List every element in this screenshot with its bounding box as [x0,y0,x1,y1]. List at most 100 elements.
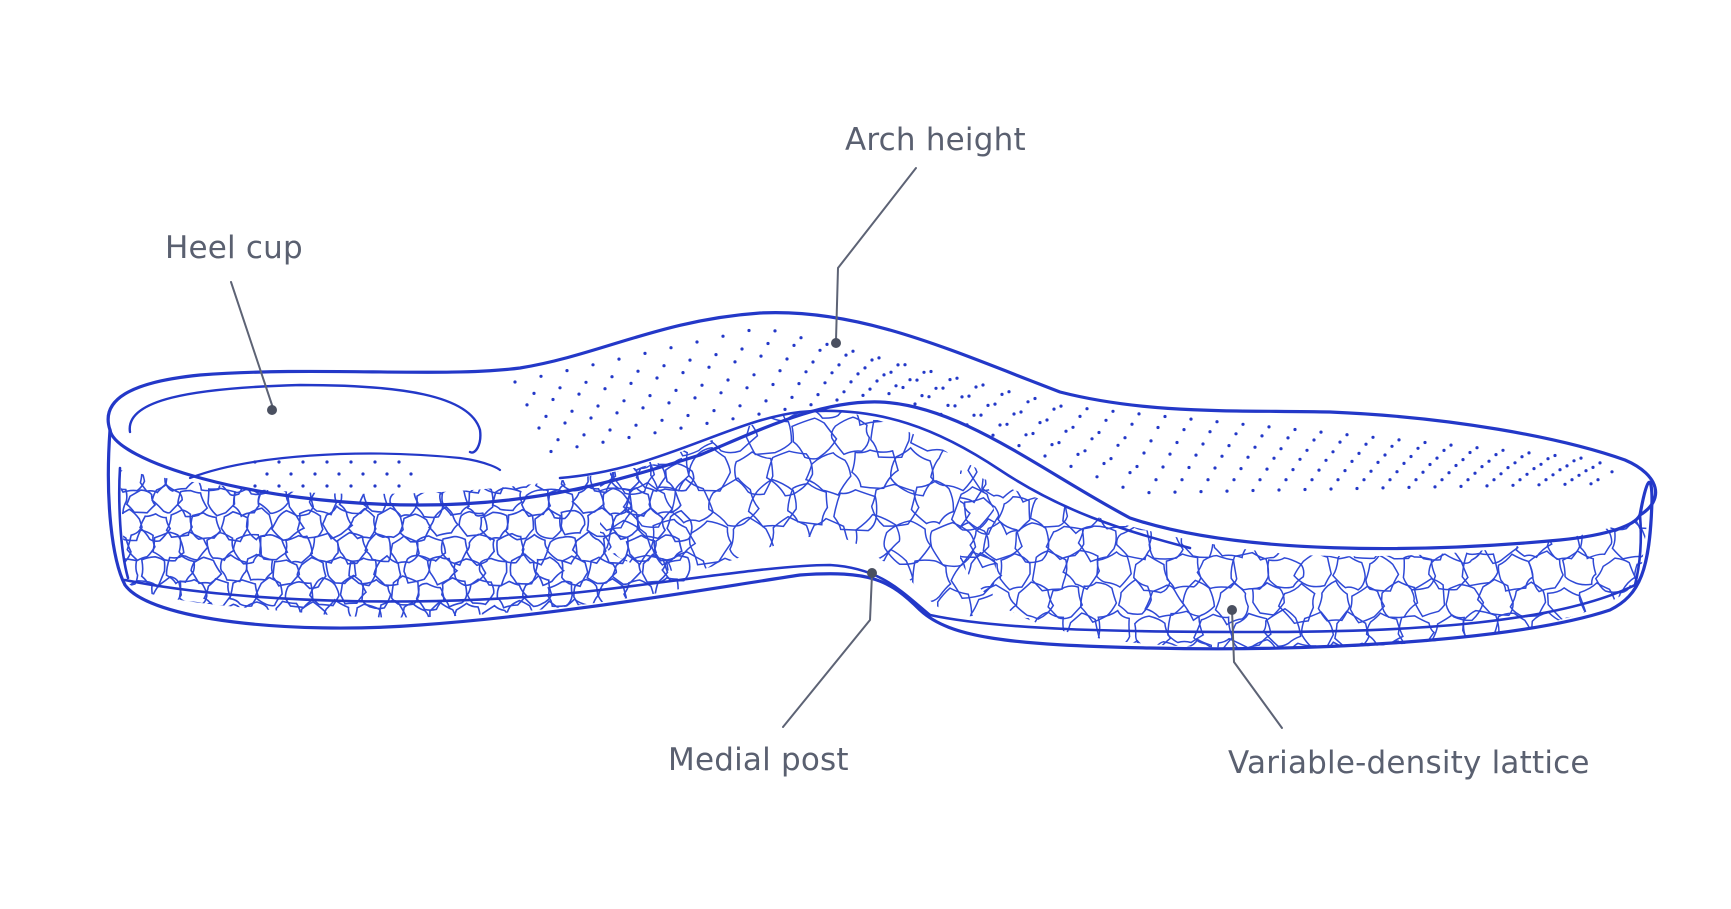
lattice-cell [1180,522,1214,559]
perforation-dot [1402,461,1406,465]
lattice-label: Variable-density lattice [1228,745,1590,781]
perforation-dot [1026,400,1030,404]
lattice-cell [804,409,851,419]
lattice-cell [666,509,693,543]
perforation-dot [1090,437,1094,441]
perforation-dot [660,418,664,422]
perforation-dot [849,380,853,384]
lattice-cell [232,533,263,565]
lattice-cell [1343,642,1385,649]
lattice-cell [1394,498,1432,532]
perforation-dot [1194,453,1198,457]
lattice-cell [670,478,714,524]
perforation-dot [1598,461,1602,465]
lattice-cell [1365,554,1400,592]
perforation-dot [1433,485,1437,489]
lattice-cell [1059,470,1102,474]
lattice-cell [1282,470,1320,504]
lattice-cell [547,488,574,520]
perforation-dot [797,382,801,386]
lattice-cell [560,555,589,588]
perforation-dot [1381,486,1385,490]
perforation-dot [740,347,744,351]
lattice-cell [664,462,695,492]
perforation-dot [688,358,692,362]
lattice-cell [139,512,172,542]
perforation-dot [1267,425,1271,429]
perforation-dot [1173,490,1177,494]
lattice-cell [458,464,488,494]
lattice-cell [178,531,209,561]
perforation-dot [1272,456,1276,460]
perforation-dot [1310,478,1314,482]
perforation-dot [875,379,879,383]
arch-height-leader [835,167,917,341]
lattice-cell [729,516,776,561]
perforation-dot [1109,457,1113,461]
lattice-cell [1378,470,1420,501]
lattice-cell [219,554,248,583]
perforation-dot [1501,448,1505,452]
lattice-cell [1349,585,1386,624]
perforation-dot [868,387,872,391]
perforation-dot [842,390,846,394]
perforation-dot [759,354,763,358]
perforation-dot [409,472,413,476]
lattice-cell [911,559,952,603]
perforation-dot [1175,440,1179,445]
perforation-dot [955,376,959,380]
perforation-dot [565,369,569,373]
lattice-cell [427,505,460,537]
perforation-dot [785,357,789,361]
lattice-cell [1146,470,1188,506]
perforation-dot [1161,465,1165,469]
perforation-dot [1440,478,1444,482]
lattice-cell [978,584,1018,625]
lattice-cell [1464,470,1500,477]
lattice-cell [321,504,354,540]
lattice-cell [1462,609,1500,648]
perforation-dot [1584,469,1588,473]
perforation-dot [1317,468,1321,472]
perforation-dot [1234,432,1238,436]
perforation-dot [965,423,969,427]
lattice-cell [1165,553,1202,590]
lattice-cell [270,509,306,542]
perforation-dot [301,460,305,464]
lattice-cell [1045,525,1085,561]
lattice-cell [981,470,1020,499]
perforation-dot [1241,422,1245,426]
perforation-dot [967,394,971,398]
lattice-cell [927,409,972,423]
perforation-dot [986,403,990,407]
lattice-cell [1464,491,1505,530]
lattice-cell [126,529,156,562]
perforation-dot [669,346,673,350]
lattice-cell [1543,470,1580,504]
perforation-dot [1324,458,1328,462]
lattice-cell [309,532,339,564]
perforation-dot [653,431,657,435]
perforation-dot [1253,445,1257,449]
lattice-cell [1415,645,1451,649]
perforation-dot [1251,488,1255,493]
perforation-dot [1494,453,1498,457]
perforation-dot [1057,441,1061,445]
lattice-cell [730,409,777,422]
lattice-cell [650,518,697,566]
lattice-cell [479,511,509,541]
perforation-dot [714,353,718,357]
lattice-cell [963,496,1000,535]
lattice-cell [206,439,236,467]
lattice-cell [787,482,829,526]
lattice-cell [348,557,378,587]
lattice-cell [1167,610,1205,644]
lattice-cell [1047,585,1084,620]
lattice-cell [1311,521,1348,560]
perforation-dot [253,460,257,464]
lattice-cell [1513,470,1550,499]
perforation-dot [773,329,777,333]
lattice-cell [440,535,469,567]
perforation-dot [1506,466,1510,470]
perforation-dot [1596,478,1600,482]
